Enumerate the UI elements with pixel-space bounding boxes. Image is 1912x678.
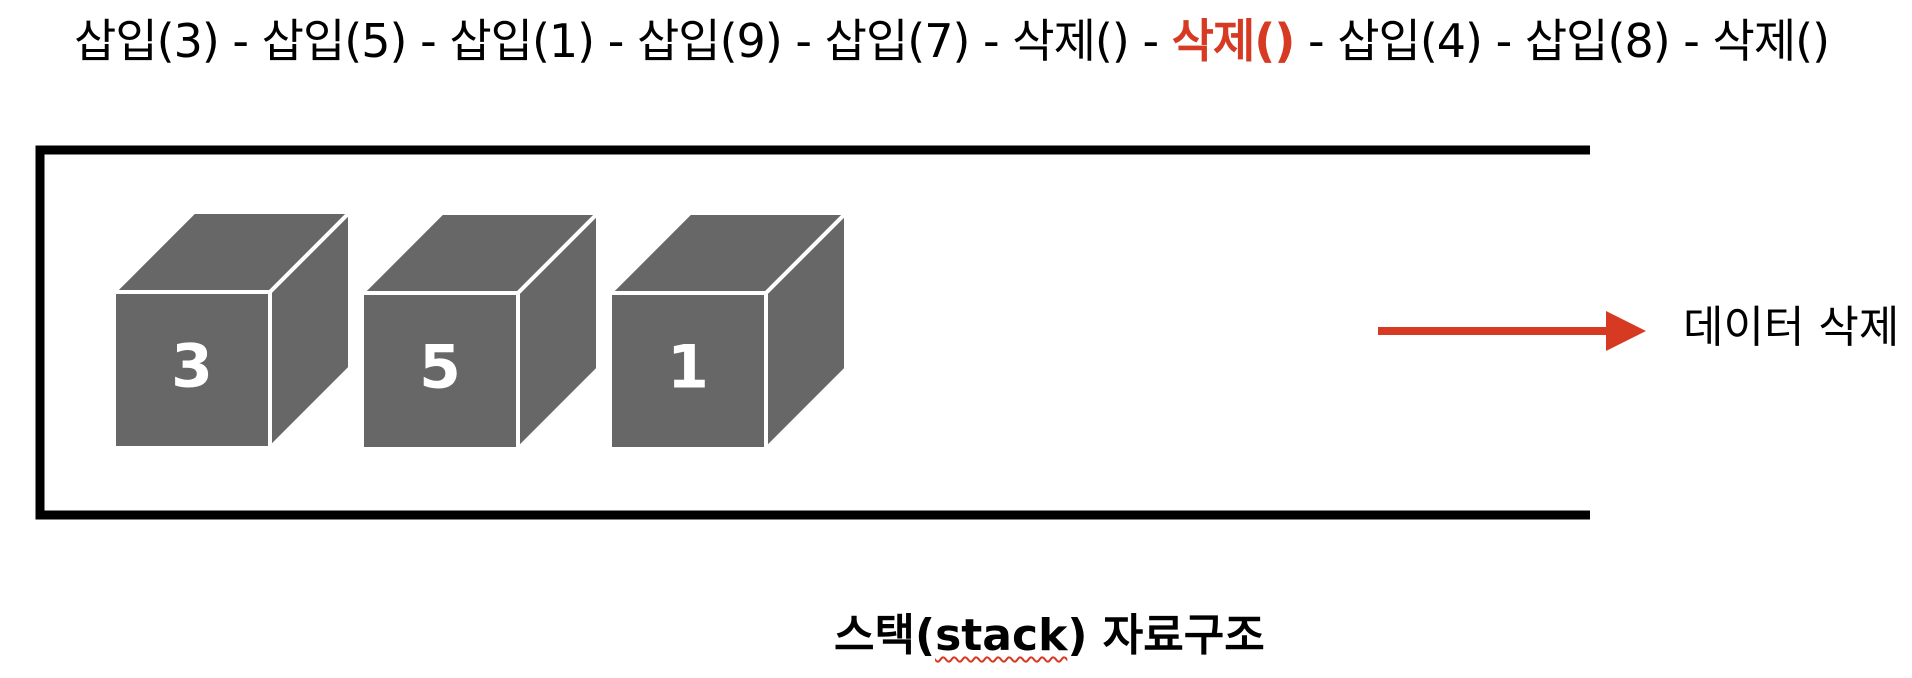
separator: - (1128, 14, 1172, 68)
operation-1: 삽입(3) (74, 14, 220, 68)
separator: - (218, 14, 262, 68)
stack-item-value: 5 (419, 333, 461, 403)
separator: - (1669, 14, 1713, 68)
cube-front (360, 291, 520, 451)
stack-item-3: 1 (605, 208, 851, 454)
operation-9: 삽입(8) (1524, 14, 1671, 68)
separator: - (594, 14, 637, 68)
operation-3: 삽입(1) (449, 14, 595, 68)
caption-prefix: 스택( (834, 610, 936, 661)
arrow-head-icon (1606, 311, 1646, 351)
cube-front (608, 291, 768, 451)
data-removal-label: 데이터 삭제 (1683, 302, 1900, 353)
stack-item-value: 3 (171, 332, 213, 402)
separator: - (1482, 14, 1525, 68)
separator: - (781, 14, 825, 68)
stack-item-2: 5 (357, 208, 603, 454)
operation-8: 삽입(4) (1337, 14, 1483, 68)
separator: - (1294, 14, 1338, 68)
stack-item-value: 1 (667, 333, 709, 403)
stack-container (35, 145, 1590, 520)
operation-7-highlighted: 삭제() (1171, 14, 1296, 68)
operation-sequence: 삽입(3) - 삽입(5) - 삽입(1) - 삽입(9) - 삽입(7) - … (74, 6, 1874, 76)
operation-6: 삭제() (1012, 14, 1130, 68)
caption-suffix: ) 자료구조 (1067, 610, 1265, 661)
operation-10: 삭제() (1712, 14, 1831, 68)
separator: - (969, 14, 1013, 68)
operation-2: 삽입(5) (261, 14, 408, 68)
caption-stack-word: stack (935, 610, 1068, 661)
diagram-caption: 스택(stack) 자료구조 (834, 604, 1265, 668)
cube-front (112, 290, 272, 450)
separator: - (406, 14, 450, 68)
stack-item-1: 3 (109, 207, 355, 453)
operation-4: 삽입(9) (636, 14, 783, 68)
operation-5: 삽입(7) (824, 14, 971, 68)
